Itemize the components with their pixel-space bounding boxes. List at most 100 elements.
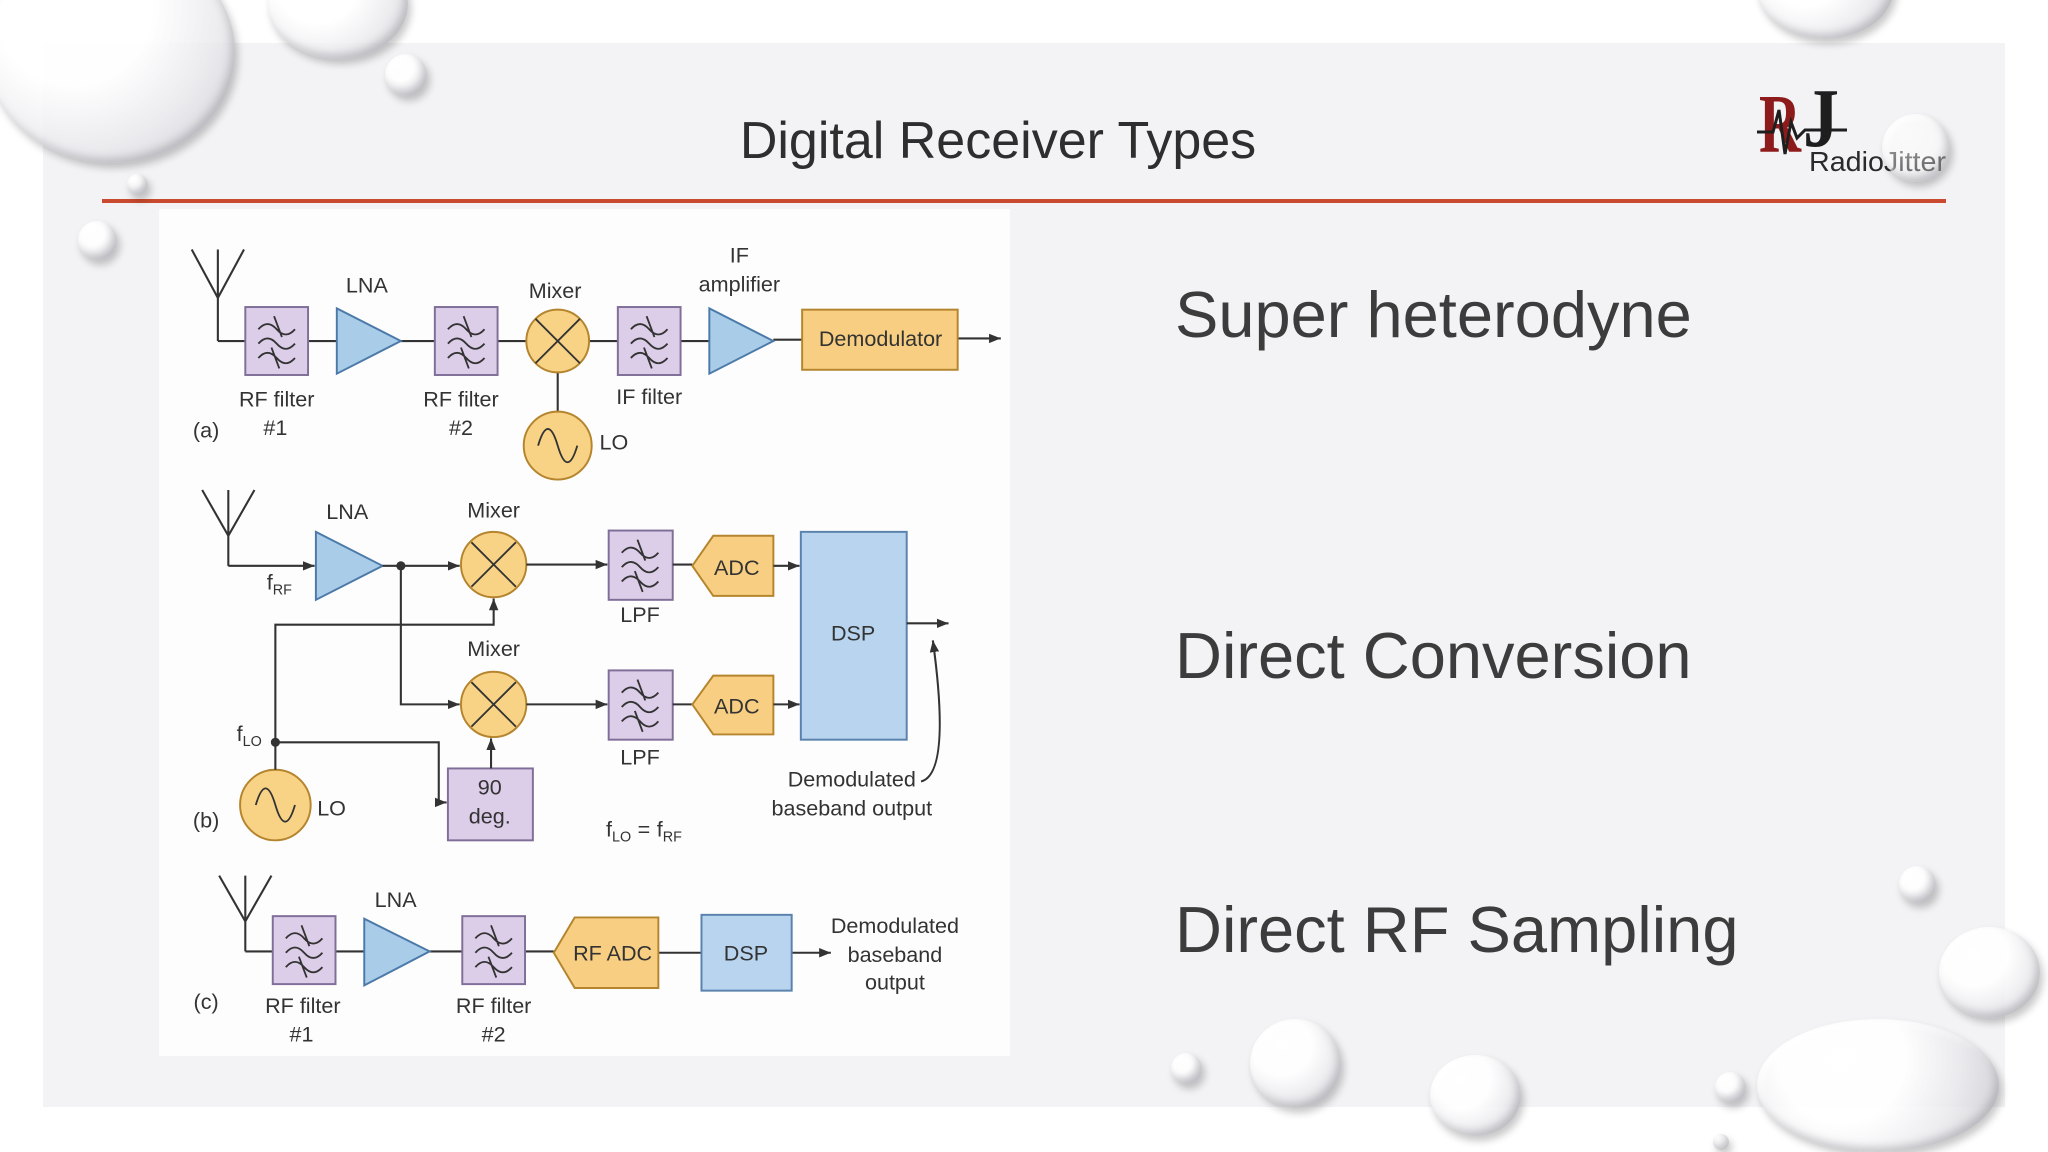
- receiver-block-diagram: LNA Mixer IF amplifier Demodulator RF fi…: [159, 209, 1010, 1056]
- receiver-type-direct-conversion: Direct Conversion: [1175, 619, 1692, 692]
- signal-path: [217, 338, 803, 412]
- output-pointer-arrow: [920, 640, 941, 783]
- sine-wave-icon: [254, 787, 296, 823]
- phase-shifter-label-line2: deg.: [469, 803, 511, 828]
- rf-adc-block: [552, 916, 660, 990]
- equation-lo-subscript: LO: [612, 830, 631, 846]
- lna-amplifier: [363, 917, 432, 988]
- panel-label-c: (c): [194, 989, 219, 1014]
- bandpass-filter-icon: [630, 315, 669, 369]
- water-droplet: [385, 54, 427, 96]
- mixer-cross-icon: [470, 541, 517, 588]
- equation-f-lo: f: [606, 816, 613, 841]
- if-amplifier-label-line2: amplifier: [699, 271, 780, 296]
- f-rf-symbol: f: [267, 569, 274, 594]
- bandpass-filter-icon: [257, 315, 296, 369]
- f-lo-subscript: LO: [243, 734, 262, 750]
- local-oscillator-block: [522, 410, 593, 481]
- filter-box: [616, 306, 682, 376]
- demodulator-label: Demodulator: [819, 326, 942, 351]
- title-divider: [102, 199, 1946, 203]
- bandpass-filter-icon: [447, 315, 486, 369]
- mixer-block: [525, 308, 591, 374]
- antenna-icon: [218, 875, 273, 952]
- panel-label-a: (a): [193, 418, 219, 443]
- water-droplet: [1939, 927, 2040, 1018]
- signal-path: [245, 950, 702, 954]
- mixer-label: Mixer: [529, 278, 582, 303]
- equation-equals: =: [638, 816, 651, 841]
- slide-title: Digital Receiver Types: [739, 112, 1257, 170]
- if-filter-label: IF filter: [616, 384, 682, 409]
- lna-amplifier: [314, 530, 385, 602]
- local-oscillator-block: [239, 768, 312, 842]
- mixer-i-block: [459, 530, 528, 599]
- dsp-block: [700, 913, 793, 992]
- lpf-i-block: [607, 529, 674, 601]
- f-lo-symbol: f: [237, 721, 244, 746]
- water-droplet: [1430, 1055, 1521, 1136]
- logo-mark-j: J: [1803, 80, 1839, 165]
- antenna-icon: [201, 489, 256, 566]
- lna-label: LNA: [326, 499, 369, 524]
- lna-amplifier: [335, 306, 404, 376]
- filter-box: [607, 529, 674, 601]
- output-label-line1: Demodulated: [788, 767, 916, 792]
- rf-filter-2-block: [433, 306, 499, 376]
- phase-shifter-label-line1: 90: [478, 775, 502, 800]
- lo-label: LO: [600, 430, 629, 455]
- f-lo-label: fLO: [237, 721, 262, 750]
- rf-filter-1-label: RF filter: [265, 993, 340, 1018]
- water-droplet: [1757, 1019, 1999, 1152]
- lo-q-wire: [275, 741, 447, 808]
- mixer-q-label: Mixer: [467, 636, 520, 661]
- rf-filter-1-label: RF filter: [239, 386, 314, 411]
- water-droplet: [1757, 0, 1894, 39]
- bandpass-filter-icon: [474, 924, 513, 978]
- rf-filter-1-number: #1: [290, 1022, 314, 1047]
- direct-rf-sampling-diagram: LNA RF ADC DSP Demodulated baseband outp…: [194, 875, 959, 1047]
- rf-filter-1-block: [244, 306, 310, 376]
- mixer-cross-icon: [534, 318, 581, 364]
- rf-filter-1-number: #1: [263, 415, 287, 440]
- water-droplet: [78, 221, 117, 260]
- water-droplet: [1882, 114, 1950, 182]
- q-branch-wire: [399, 565, 460, 710]
- dsp-label: DSP: [831, 620, 875, 645]
- f-rf-subscript: RF: [273, 583, 292, 599]
- receiver-type-direct-rf-sampling: Direct RF Sampling: [1175, 893, 1739, 966]
- demodulator-block: [801, 308, 959, 371]
- water-droplet: [1899, 866, 1936, 903]
- filter-box: [607, 669, 674, 741]
- filter-box: [433, 306, 499, 376]
- filter-box: [461, 915, 527, 986]
- rf-adc-label: RF ADC: [573, 941, 652, 966]
- water-droplet: [1250, 1019, 1341, 1108]
- water-droplet: [127, 174, 148, 195]
- rf-filter-1-block: [271, 915, 337, 986]
- rf-filter-2-label: RF filter: [456, 993, 531, 1018]
- equation-f-rf: f: [657, 816, 664, 841]
- sine-wave-icon: [537, 428, 579, 464]
- panel-label-b: (b): [193, 807, 219, 832]
- direct-conversion-diagram: LNA Mixer fRF LPF ADC DSP Mixer ADC LPF …: [193, 489, 949, 846]
- receiver-type-superheterodyne: Super heterodyne: [1175, 278, 1692, 351]
- equation-rf-subscript: RF: [663, 830, 682, 846]
- output-label-line3: output: [865, 969, 925, 994]
- lpf-q-block: [607, 669, 674, 741]
- lna-label: LNA: [375, 887, 418, 912]
- frequency-equation: fLO=fRF: [606, 816, 682, 845]
- bandpass-filter-icon: [285, 924, 324, 978]
- output-label-line2: baseband: [848, 942, 943, 967]
- rf-filter-2-number: #2: [449, 415, 473, 440]
- lo-label: LO: [317, 795, 346, 820]
- if-amplifier: [708, 306, 776, 376]
- rf-filter-2-number: #2: [482, 1022, 506, 1047]
- antenna-icon: [190, 249, 245, 342]
- mixer-cross-icon: [470, 681, 517, 728]
- filter-box: [271, 915, 337, 986]
- mixer-i-label: Mixer: [467, 497, 520, 522]
- lpf-i-label: LPF: [620, 602, 660, 627]
- filter-box: [244, 306, 310, 376]
